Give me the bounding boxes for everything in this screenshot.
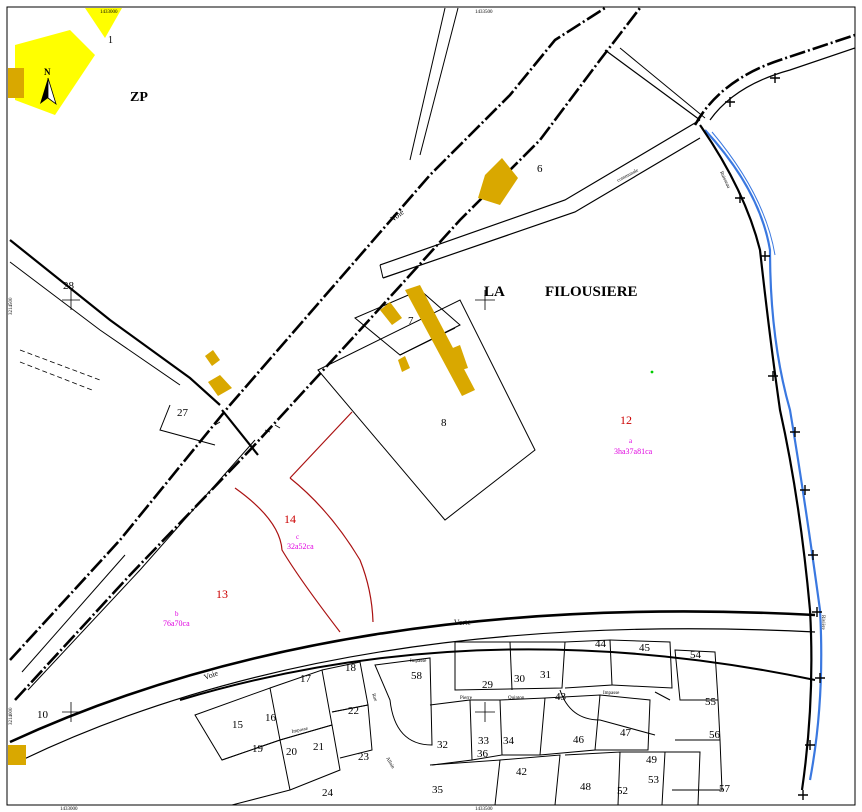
parcel-number-20: 20 <box>286 746 298 758</box>
buildings <box>8 158 518 765</box>
left-boundaries <box>9 239 259 456</box>
street-quinton: Quinton <box>508 696 525 701</box>
parcel-number-33: 33 <box>478 735 490 747</box>
parcel-number-32: 32 <box>437 739 448 751</box>
parcels-7-8 <box>317 289 536 521</box>
parcel-13-area: 76a70ca <box>163 619 190 628</box>
parcel-number-28: 28 <box>63 280 75 292</box>
parcel-number-24: 24 <box>322 787 334 799</box>
street-impasse-1: Impasse <box>410 659 427 664</box>
street-impasse-3: Impasse <box>603 691 620 696</box>
parcel-number-54: 54 <box>690 649 702 661</box>
parcel-number-55: 55 <box>705 696 717 708</box>
left-tick-1: 3214500 <box>9 297 14 315</box>
housing-parcels <box>194 639 723 805</box>
top-tick-1: 1433000 <box>100 10 118 15</box>
parcel-number-17: 17 <box>300 673 312 685</box>
bottom-tick-2: 1433500 <box>475 807 493 812</box>
parcel-number-19: 19 <box>252 743 264 755</box>
parcel-number-7: 7 <box>408 315 414 327</box>
parcel-14-area: 32a52ca <box>287 542 314 551</box>
street-allain: Allain <box>384 757 395 771</box>
parcel-number-29: 29 <box>482 679 494 691</box>
top-tick-2: 1433500 <box>475 10 493 15</box>
survey-point <box>650 370 654 374</box>
main-road <box>9 7 642 701</box>
parcel-number-48: 48 <box>580 781 592 793</box>
parcel-number-21: 21 <box>313 741 324 753</box>
building-zone-edge <box>8 68 24 98</box>
parcel-number-16: 16 <box>265 712 277 724</box>
parcel-number-22: 22 <box>348 705 359 717</box>
parcel-number-30: 30 <box>514 673 526 685</box>
parcel-number-6: 6 <box>537 163 543 175</box>
parcel-14-sub: c <box>296 533 299 541</box>
parcel-number-35: 35 <box>432 784 444 796</box>
stubs <box>214 421 281 433</box>
stream <box>699 124 823 791</box>
north-label: N <box>44 67 51 77</box>
parcel-number-49: 49 <box>646 754 658 766</box>
parcel-12-area: 3ha37a81ca <box>614 447 653 456</box>
parcel-number-43: 43 <box>555 691 567 703</box>
parcel-number-44: 44 <box>595 638 607 650</box>
boundary-crosses <box>725 73 825 800</box>
parcel-number-45: 45 <box>639 642 651 654</box>
parcel-number-47: 47 <box>620 727 632 739</box>
street-verte: Verte <box>454 617 472 627</box>
left-tick-2: 3214000 <box>9 707 14 725</box>
parcel-14-label: 14 <box>284 512 296 526</box>
parcel-number-42: 42 <box>516 766 527 778</box>
north-arrow <box>40 77 57 106</box>
voie-verte <box>9 610 816 761</box>
street-rue: Rue <box>370 693 378 703</box>
parcel-number-36: 36 <box>477 748 489 760</box>
bottom-tick-1: 1433000 <box>60 807 78 812</box>
right-border <box>693 33 855 126</box>
parcel-number-53: 53 <box>648 774 660 786</box>
parcel-number-58: 58 <box>411 670 423 682</box>
parcel-number-8: 8 <box>441 417 447 429</box>
lieu-la: LA <box>484 284 505 300</box>
parcel-number-31: 31 <box>540 669 551 681</box>
street-riviere: Rivière <box>820 615 825 630</box>
parcel-number-56: 56 <box>709 729 721 741</box>
parcel-12-sub: a <box>629 437 633 445</box>
parcel-number-18: 18 <box>345 662 357 674</box>
parcel-number-1: 1 <box>108 35 113 46</box>
parcel-number-15: 15 <box>232 719 244 731</box>
parcel-number-10: 10 <box>37 709 49 721</box>
parcel-number-57: 57 <box>719 783 731 795</box>
parcel-12-label: 12 <box>620 413 632 427</box>
parcel-number-34: 34 <box>503 735 515 747</box>
parcel-number-27: 27 <box>177 407 189 419</box>
parcel-number-23: 23 <box>358 751 370 763</box>
street-pierre: Pierre <box>460 696 473 701</box>
street-impasse-2: Impasse <box>291 726 309 734</box>
yellow-zone-top-left <box>15 8 122 115</box>
zp-label: ZP <box>130 90 148 105</box>
parcel-13-label: 13 <box>216 587 228 601</box>
parcel-13-sub: b <box>175 610 179 618</box>
parcel-14-boundary <box>234 411 374 633</box>
top-road <box>379 7 706 279</box>
lieu-filousiere: FILOUSIERE <box>545 284 638 300</box>
grid-crosshairs <box>62 290 495 722</box>
parcel-number-52: 52 <box>617 785 628 797</box>
parcel-number-46: 46 <box>573 734 585 746</box>
